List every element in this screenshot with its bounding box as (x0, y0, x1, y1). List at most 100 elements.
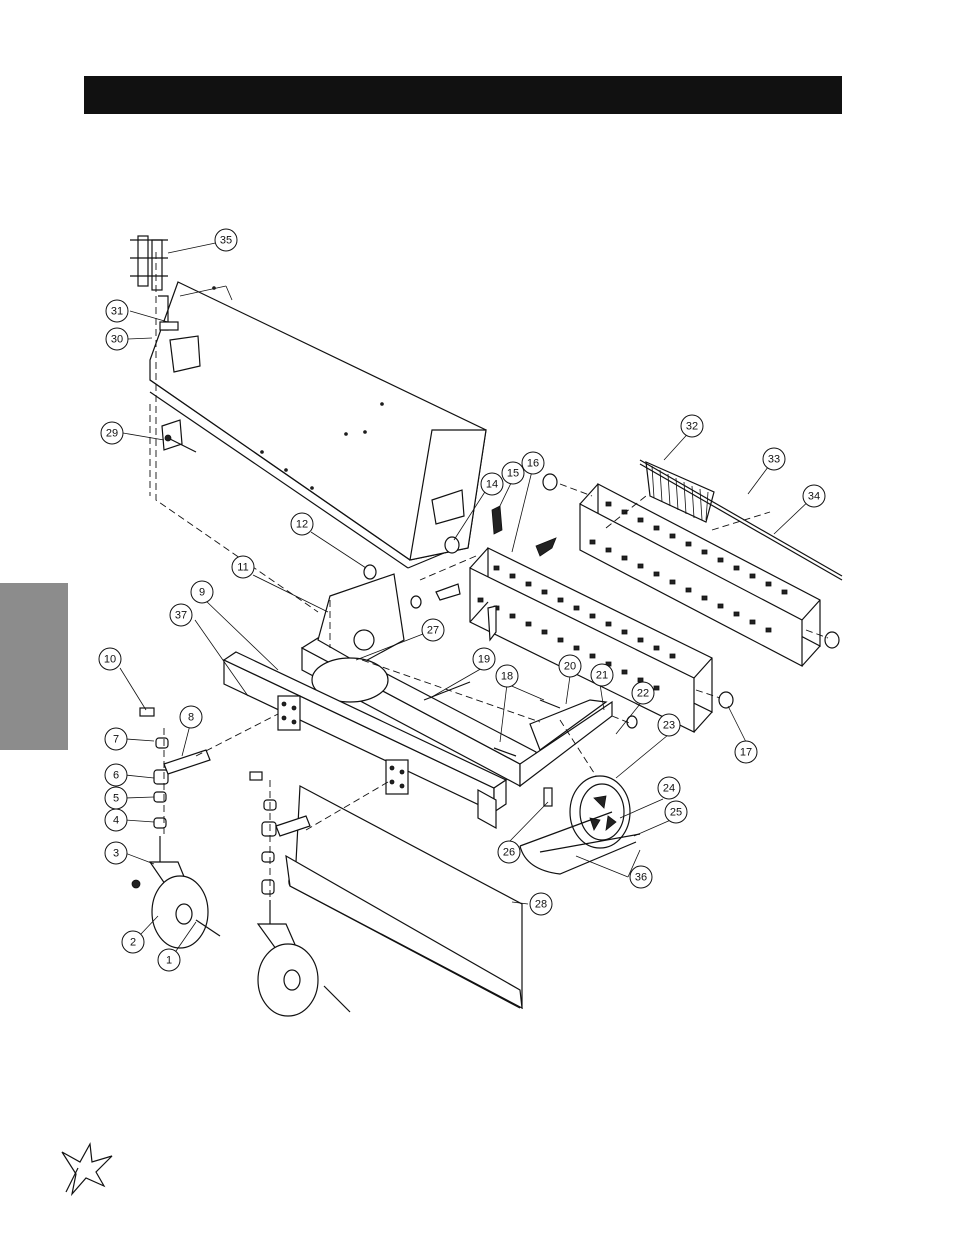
callout-bubbles: 1234567891011121415161718192021222324252… (98, 228, 826, 972)
callout-number: 31 (111, 306, 123, 318)
callout-circle (98, 647, 122, 671)
callout-circle (157, 948, 181, 972)
callout-23: 23 (657, 713, 681, 737)
callout-4: 4 (104, 808, 128, 832)
callout-circle (680, 414, 704, 438)
callout-circle (558, 654, 582, 678)
callout-number: 29 (106, 428, 118, 440)
callout-number: 1 (166, 955, 172, 967)
hood-clamp-assembly (130, 235, 179, 331)
assembly-guide-lines (149, 252, 829, 900)
callout-number: 30 (111, 334, 123, 346)
callout-number: 19 (478, 654, 490, 666)
callout-34: 34 (802, 484, 826, 508)
callout-number: 35 (220, 235, 232, 247)
callout-1: 1 (157, 948, 181, 972)
callout-circle (472, 647, 496, 671)
drive-pulley (519, 775, 641, 875)
callout-circle (104, 841, 128, 865)
callout-number: 9 (199, 587, 205, 599)
callout-21: 21 (590, 663, 614, 687)
callout-number: 11 (237, 562, 248, 574)
callout-circle (762, 447, 786, 471)
callout-3: 3 (104, 841, 128, 865)
callout-circle (231, 555, 255, 579)
callout-circle (104, 727, 128, 751)
callout-6: 6 (104, 763, 128, 787)
callout-number: 36 (635, 872, 647, 884)
hopper-hood (149, 281, 487, 569)
section-side-tab (0, 583, 68, 750)
callout-8: 8 (179, 705, 203, 729)
callout-circle (631, 681, 655, 705)
section-title-bar (84, 76, 842, 114)
caster-wheel-right (249, 771, 351, 1017)
callout-number: 34 (808, 491, 820, 503)
deflector-blade (285, 785, 523, 1010)
callout-circle (214, 228, 238, 252)
brush-bristle-strip (645, 461, 715, 523)
callout-19: 19 (472, 647, 496, 671)
callout-circle (480, 472, 504, 496)
latch-handles (435, 505, 557, 642)
hitch-beam (222, 651, 508, 814)
callout-circle (121, 930, 145, 954)
callout-number: 22 (637, 688, 649, 700)
callout-number: 20 (564, 661, 576, 673)
callout-36: 36 (629, 865, 653, 889)
callout-circle (521, 451, 545, 475)
callout-28: 28 (529, 892, 553, 916)
callout-number: 24 (663, 783, 675, 795)
callout-27: 27 (421, 618, 445, 642)
callout-number: 8 (188, 712, 194, 724)
callout-29: 29 (100, 421, 124, 445)
brush-rod (639, 459, 843, 577)
hood-mount-bracket (161, 419, 197, 453)
callout-11: 11 (231, 555, 255, 579)
callout-circle (664, 800, 688, 824)
callout-16: 16 (521, 451, 545, 475)
callout-number: 27 (427, 625, 439, 637)
starburst-logo-icon (61, 1142, 113, 1197)
callout-number: 3 (113, 848, 119, 860)
callout-15: 15 (501, 461, 525, 485)
callout-24: 24 (657, 776, 681, 800)
callout-35: 35 (214, 228, 238, 252)
callout-number: 10 (104, 654, 116, 666)
callout-33: 33 (762, 447, 786, 471)
callout-circle (290, 512, 314, 536)
callout-number: 15 (507, 468, 519, 480)
callout-30: 30 (105, 327, 129, 351)
callout-circle (190, 580, 214, 604)
callout-circle (590, 663, 614, 687)
callout-number: 17 (740, 747, 752, 759)
callout-5: 5 (104, 786, 128, 810)
callout-number: 5 (113, 793, 119, 805)
callout-number: 4 (113, 815, 119, 827)
callout-14: 14 (480, 472, 504, 496)
callout-circle (495, 664, 519, 688)
caster-wheel-left (131, 707, 221, 949)
callout-circle (179, 705, 203, 729)
callout-number: 23 (663, 720, 675, 732)
callout-number: 28 (535, 899, 547, 911)
callout-18: 18 (495, 664, 519, 688)
callout-20: 20 (558, 654, 582, 678)
callout-number: 32 (686, 421, 698, 433)
callout-37: 37 (169, 603, 193, 627)
callout-number: 21 (596, 670, 608, 682)
callout-9: 9 (190, 580, 214, 604)
callout-number: 12 (296, 519, 308, 531)
callout-number: 2 (130, 937, 136, 949)
callout-10: 10 (98, 647, 122, 671)
callout-circle (169, 603, 193, 627)
callout-number: 14 (486, 479, 498, 491)
callout-number: 16 (527, 458, 539, 470)
rear-brush-frame (579, 483, 821, 667)
callout-circle (734, 740, 758, 764)
callout-25: 25 (664, 800, 688, 824)
callout-circle (657, 713, 681, 737)
callout-circle (802, 484, 826, 508)
callout-number: 18 (501, 671, 513, 683)
